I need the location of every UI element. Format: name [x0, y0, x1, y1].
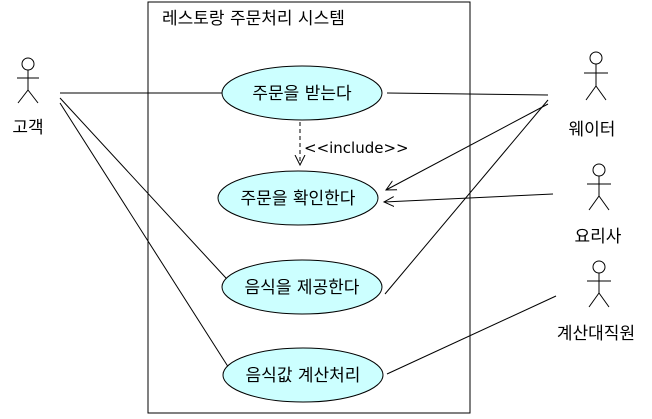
actor-customer-label: 고객 [12, 118, 43, 138]
associations [59, 92, 557, 377]
use-case-order[interactable]: 주문을 받는다 [221, 65, 383, 121]
use-case-order-label: 주문을 받는다 [252, 84, 352, 104]
association-customer-serve [59, 97, 238, 291]
actor-cashier-label: 계산대직원 [557, 324, 635, 344]
actor-cashier-icon [587, 260, 611, 308]
actor-customer[interactable] [17, 57, 39, 104]
actor-cashier[interactable] [587, 260, 611, 308]
association-cook-confirm [384, 193, 554, 202]
association-waiter-confirm [386, 103, 549, 190]
actor-waiter[interactable] [584, 51, 608, 101]
association-customer-payment [59, 102, 235, 377]
use-case-payment-ellipse [222, 347, 384, 403]
use-case-order-ellipse [221, 65, 383, 121]
use-case-payment-label: 음식값 계산처리 [246, 366, 361, 386]
use-case-serve[interactable]: 음식을 제공한다 [221, 259, 383, 315]
association-cashier-payment [386, 295, 557, 375]
use-case-confirm-ellipse [217, 170, 379, 226]
actor-cook[interactable] [587, 163, 611, 211]
use-case-serve-label: 음식을 제공한다 [245, 278, 360, 298]
actor-waiter-label: 웨이터 [569, 120, 616, 140]
association-waiter-order [386, 92, 549, 96]
actor-waiter-icon [584, 51, 608, 101]
use-case-confirm-label: 주문을 확인한다 [241, 189, 356, 209]
system-title: 레스토랑 주문처리 시스템 [162, 9, 345, 29]
actor-cook-label: 요리사 [575, 227, 622, 247]
use-case-confirm[interactable]: 주문을 확인한다 [217, 170, 379, 226]
actor-customer-icon [17, 57, 39, 104]
use-case-payment[interactable]: 음식값 계산처리 [222, 347, 384, 403]
system-boundary [147, 1, 471, 414]
use-case-serve-ellipse [221, 259, 383, 315]
include-label: <<include>> [304, 139, 409, 157]
actor-cook-icon [587, 163, 611, 211]
association-waiter-serve [384, 99, 549, 295]
